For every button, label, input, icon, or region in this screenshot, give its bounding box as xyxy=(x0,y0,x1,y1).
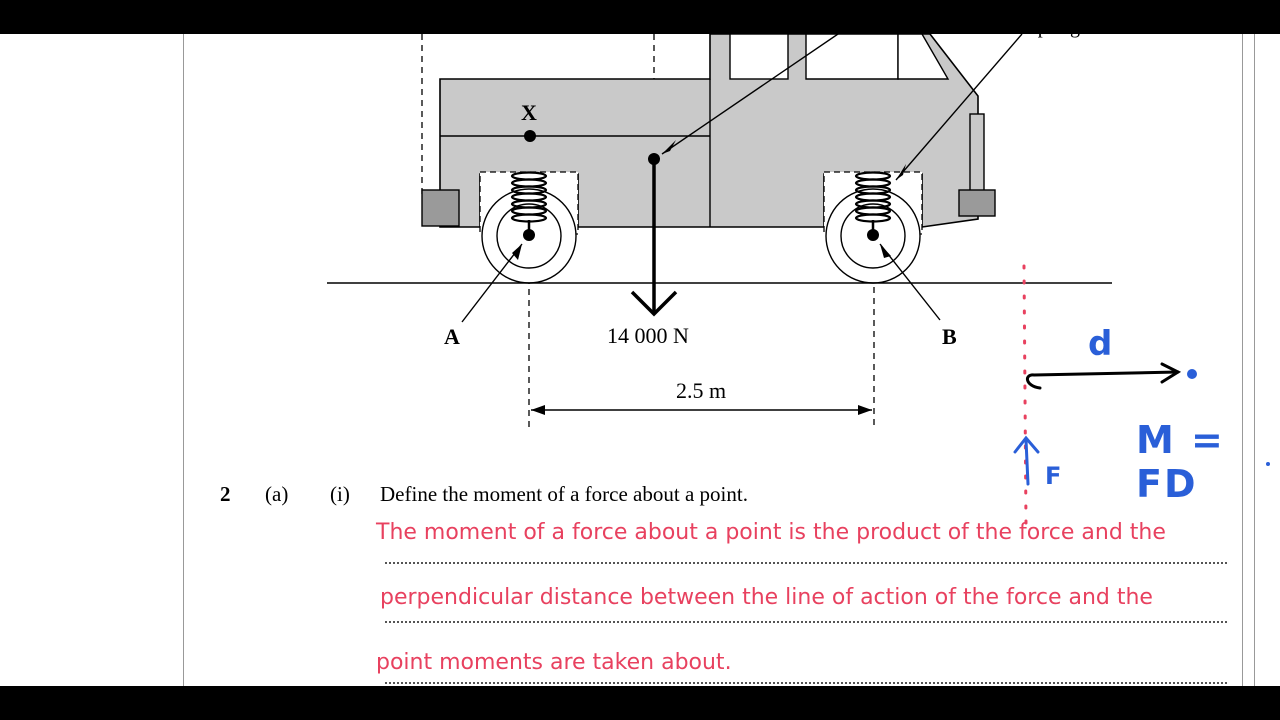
rear-bumper xyxy=(958,189,996,217)
answer-line-1: The moment of a force about a point is t… xyxy=(376,520,1166,545)
d-annotation: d xyxy=(1088,324,1113,364)
wheel-a-hub xyxy=(496,203,562,269)
label-x: X xyxy=(521,100,537,125)
top-letterbox xyxy=(0,0,1280,34)
exam-page: spring X A B 14 000 N 2.5 m d F M = FD 2… xyxy=(0,34,1280,686)
moment-formula: M = FD xyxy=(1136,418,1225,506)
force-arrow-head xyxy=(1013,435,1040,454)
leader-centre-of-mass xyxy=(661,34,839,155)
answer-dotted-line-1 xyxy=(385,562,1227,564)
window-rear xyxy=(897,34,950,80)
axle-point-b xyxy=(867,229,879,241)
question-prompt: Define the moment of a force about a poi… xyxy=(380,482,748,506)
answer-dotted-line-2 xyxy=(385,621,1227,623)
rear-pillar xyxy=(969,113,985,197)
leader-spring-b xyxy=(895,34,1023,181)
weight-label: 14 000 N xyxy=(607,323,689,348)
bottom-letterbox xyxy=(0,686,1280,720)
dimension-arrow-left xyxy=(531,405,545,415)
question-part: (a) xyxy=(265,482,289,506)
question-number: 2 xyxy=(220,482,231,506)
leader-a xyxy=(461,243,523,323)
front-bumper xyxy=(421,189,460,227)
label-b: B xyxy=(942,324,957,349)
label-a: A xyxy=(444,324,460,349)
red-dotted-line xyxy=(1022,264,1028,526)
dimension-arrow-right xyxy=(858,405,872,415)
answer-line-3: point moments are taken about. xyxy=(376,650,732,675)
point-x xyxy=(524,130,536,142)
weight-arrow-head xyxy=(630,290,678,317)
car-diagram xyxy=(327,34,1270,526)
answer-line-2: perpendicular distance between the line … xyxy=(380,585,1153,610)
right-margin-line-outer xyxy=(1254,34,1255,686)
leader-b xyxy=(879,243,941,321)
window-front xyxy=(729,34,789,80)
left-margin-line xyxy=(183,34,184,686)
window-middle xyxy=(805,34,899,80)
spring-label-partial: spring xyxy=(1030,34,1080,39)
question-subpart: (i) xyxy=(330,482,350,506)
pivot-dot xyxy=(1187,369,1197,379)
f-annotation: F xyxy=(1045,462,1062,490)
right-margin-line xyxy=(1242,34,1243,686)
distance-label: 2.5 m xyxy=(676,378,727,403)
wheel-b-hub xyxy=(840,203,906,269)
answer-dotted-line-3 xyxy=(385,682,1227,684)
distance-arrow xyxy=(1026,370,1180,390)
axle-point-a xyxy=(523,229,535,241)
force-arrow-shaft xyxy=(1024,438,1030,486)
